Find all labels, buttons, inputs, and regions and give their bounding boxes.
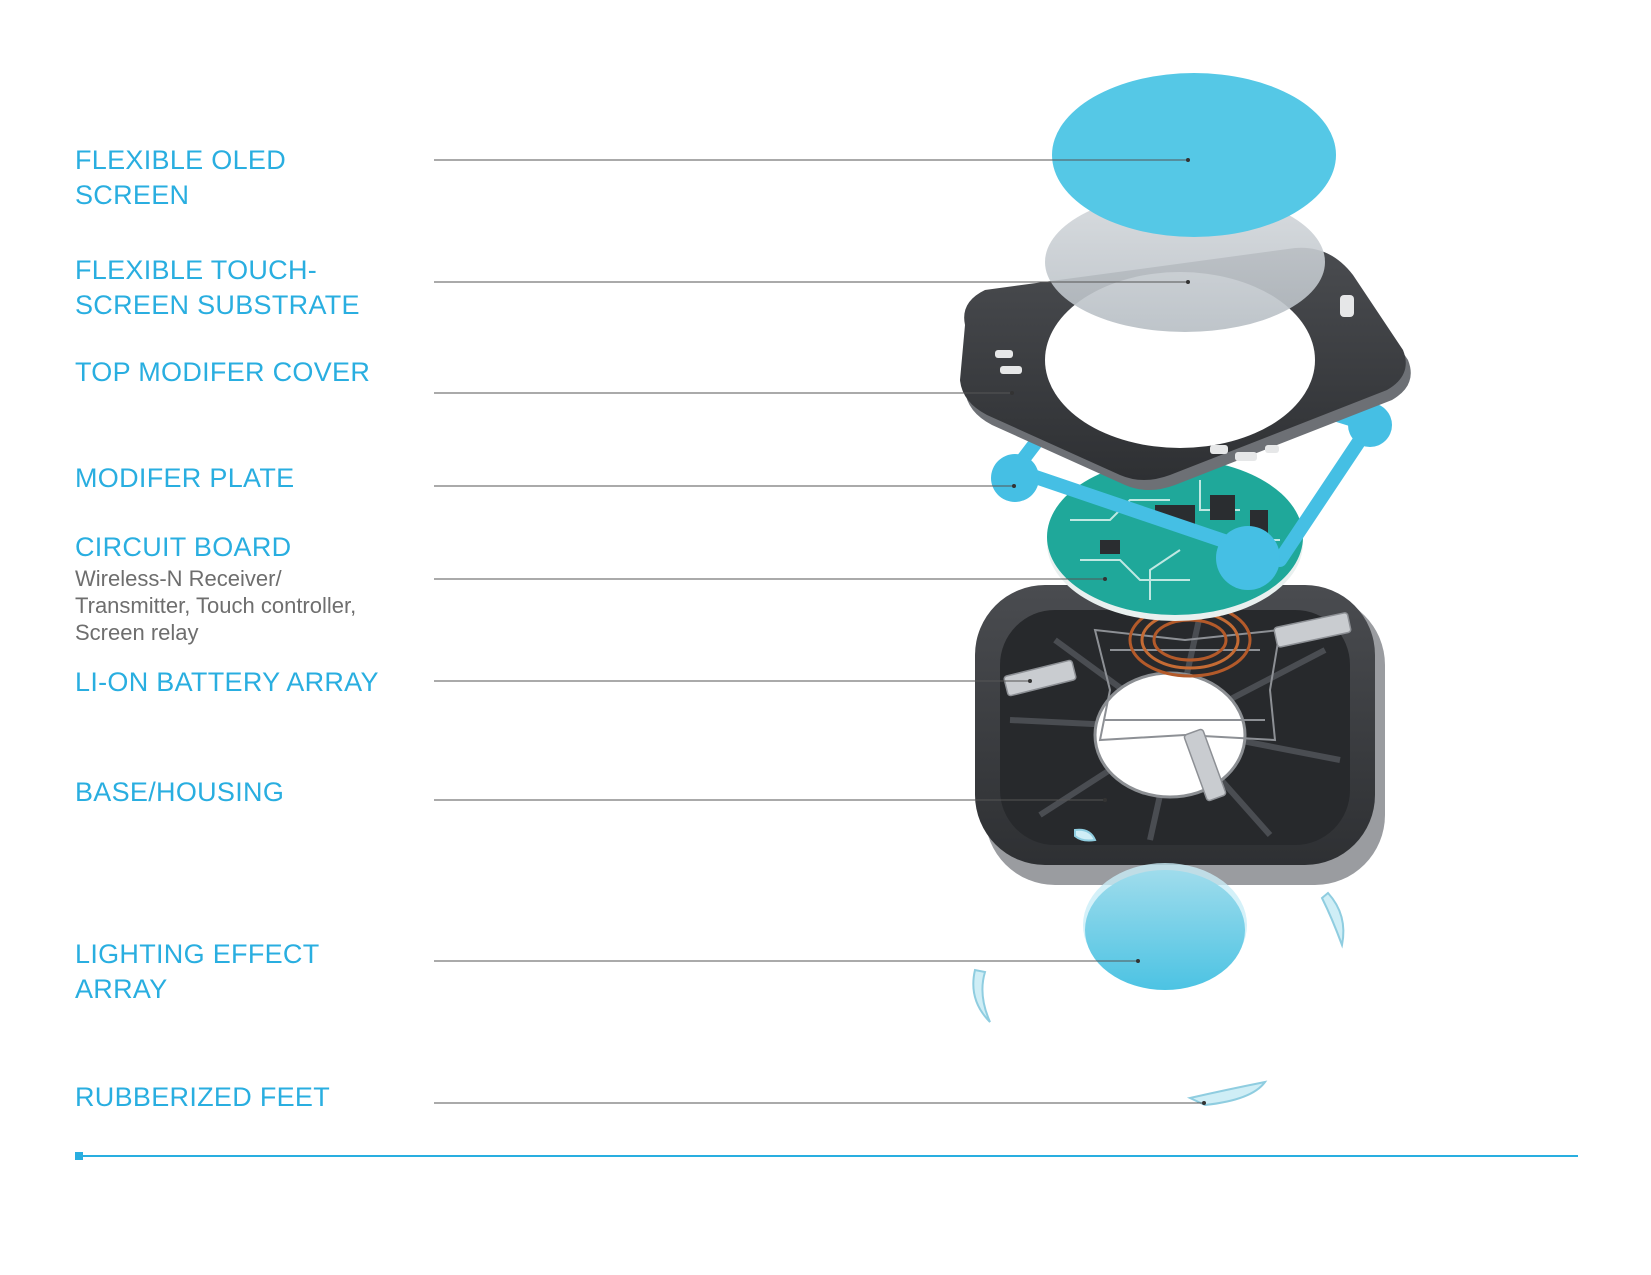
label-line: FLEXIBLE OLED xyxy=(75,145,286,175)
desc-line: Screen relay xyxy=(75,620,199,645)
rubberized-feet-part xyxy=(972,828,1345,1107)
label-modifier-plate: MODIFER PLATE xyxy=(75,463,295,493)
label-flexible-touch-substrate: FLEXIBLE TOUCH- SCREEN SUBSTRATE xyxy=(75,253,360,323)
oled-screen-part xyxy=(1052,73,1336,237)
circuit-board-description: Wireless-N Receiver/ Transmitter, Touch … xyxy=(75,565,356,646)
label-flexible-oled-screen: FLEXIBLE OLED SCREEN xyxy=(75,143,286,213)
label-base-housing: BASE/HOUSING xyxy=(75,777,285,807)
label-circuit-board: CIRCUIT BOARD xyxy=(75,532,292,562)
leader-endpoints xyxy=(1010,158,1206,1105)
label-line: SCREEN xyxy=(75,180,190,210)
desc-line: Transmitter, Touch controller, xyxy=(75,593,357,618)
lighting-array-part xyxy=(1083,863,1247,990)
label-lighting-effect-array: LIGHTING EFFECT ARRAY xyxy=(75,937,320,1007)
desc-line: Wireless-N Receiver/ xyxy=(75,566,282,591)
label-rubberized-feet: RUBBERIZED FEET xyxy=(75,1082,331,1112)
leader-lines xyxy=(434,159,1204,1104)
label-li-on-battery-array: LI-ON BATTERY ARRAY xyxy=(75,667,379,697)
label-line: SCREEN SUBSTRATE xyxy=(75,290,360,320)
bottom-accent-rule xyxy=(75,1152,1578,1160)
label-line: ARRAY xyxy=(75,974,168,1004)
label-top-modifier-cover: TOP MODIFER COVER xyxy=(75,357,371,387)
label-line: FLEXIBLE TOUCH- xyxy=(75,255,318,285)
label-line: LIGHTING EFFECT xyxy=(75,939,320,969)
